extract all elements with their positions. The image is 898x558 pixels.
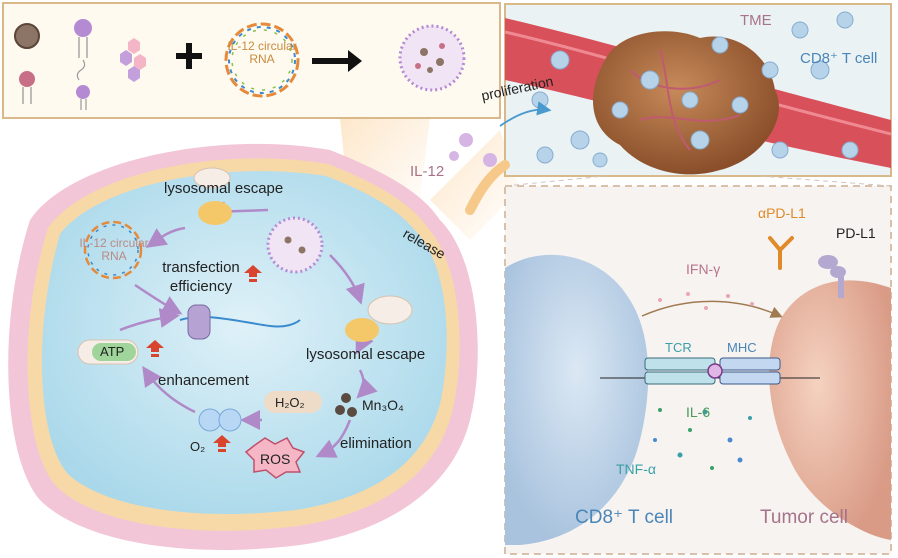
- tme-t-cell-label: CD8⁺ T cell: [800, 50, 878, 67]
- lysosomal-escape-mid-label: lysosomal escape: [306, 346, 426, 363]
- plus-sign-icon: [176, 43, 202, 69]
- mn3o4-dot: [341, 393, 351, 403]
- mhc-label: MHC: [727, 340, 757, 355]
- pdl1-label: PD-L1: [836, 225, 876, 241]
- tcr-label: TCR: [665, 340, 692, 355]
- mn3o4-label: Mn₃O₄: [362, 397, 404, 413]
- tme-t-cells: [531, 11, 859, 168]
- h2o2-label: H₂O₂: [275, 395, 305, 410]
- lipid-pink-icon: [19, 71, 35, 87]
- enhancement-label: enhancement: [158, 372, 249, 389]
- ifn-label: IFN-γ: [686, 261, 721, 277]
- cell-rna-label: IL-12 circular RNA: [79, 236, 149, 264]
- up-arrow-transfection: [244, 265, 262, 282]
- antibody-icon: [768, 236, 794, 270]
- cd8-t-cell-shape: [505, 254, 649, 545]
- ros-burst-icon: [244, 437, 306, 479]
- antibody-label: αPD-L1: [758, 205, 806, 221]
- tnf-label: TNF-α: [616, 461, 656, 477]
- lysosomal-escape-top-label: lysosomal escape: [164, 180, 284, 197]
- o2-label: O₂: [190, 439, 206, 454]
- proliferation-arrow: [499, 101, 552, 127]
- cd8-cell-label: CD8⁺ T cell: [575, 507, 674, 528]
- tme-label: TME: [740, 12, 772, 29]
- lysosome-top: [198, 201, 232, 225]
- cell-nanoparticle-icon: [266, 216, 324, 274]
- cholesterol-hexagons-icon: [120, 38, 146, 82]
- glow-ray-up: [430, 130, 520, 240]
- mn3o4-particle-icon: [14, 23, 40, 49]
- ros-label: ROS: [260, 451, 291, 467]
- assembly-arrow-icon: [312, 50, 362, 72]
- tumor-cell-label: Tumor cell: [760, 507, 848, 528]
- h2o2-pill: [264, 391, 322, 413]
- peg-lipid-icon: [76, 85, 90, 99]
- pdl1-receptor-icon: [818, 255, 846, 298]
- transfection-label: transfection efficiency: [162, 259, 240, 295]
- lysosome-capsule-top: [193, 167, 231, 189]
- nanoparticle-icon: [398, 24, 466, 92]
- il12-particle: [459, 133, 473, 147]
- cell-circular-rna-icon: [83, 220, 143, 280]
- il6-label: IL-6: [686, 404, 711, 420]
- il12-label: IL-12: [410, 163, 445, 180]
- up-arrow-o2: [213, 435, 231, 452]
- top-rna-label: IL-12 circular RNA: [227, 39, 297, 67]
- lysosome-mid: [345, 318, 379, 342]
- lysosome-capsule-mid: [367, 295, 413, 325]
- o2-bubble-right: [218, 408, 242, 432]
- release-arrow: [465, 160, 510, 215]
- tumor-cell-shape: [769, 280, 891, 540]
- atp-label: ATP: [100, 344, 125, 359]
- lipid-purple-icon: [74, 19, 92, 37]
- tcr-mhc-complex: [600, 357, 820, 385]
- o2-bubble-left: [198, 408, 222, 432]
- atp-pill: [92, 343, 136, 361]
- elimination-label: elimination: [340, 435, 412, 452]
- up-arrow-atp: [146, 340, 164, 357]
- ribosome-icon: [187, 304, 211, 340]
- cytokine-dots: [653, 408, 752, 470]
- circular-rna-icon: [224, 22, 300, 98]
